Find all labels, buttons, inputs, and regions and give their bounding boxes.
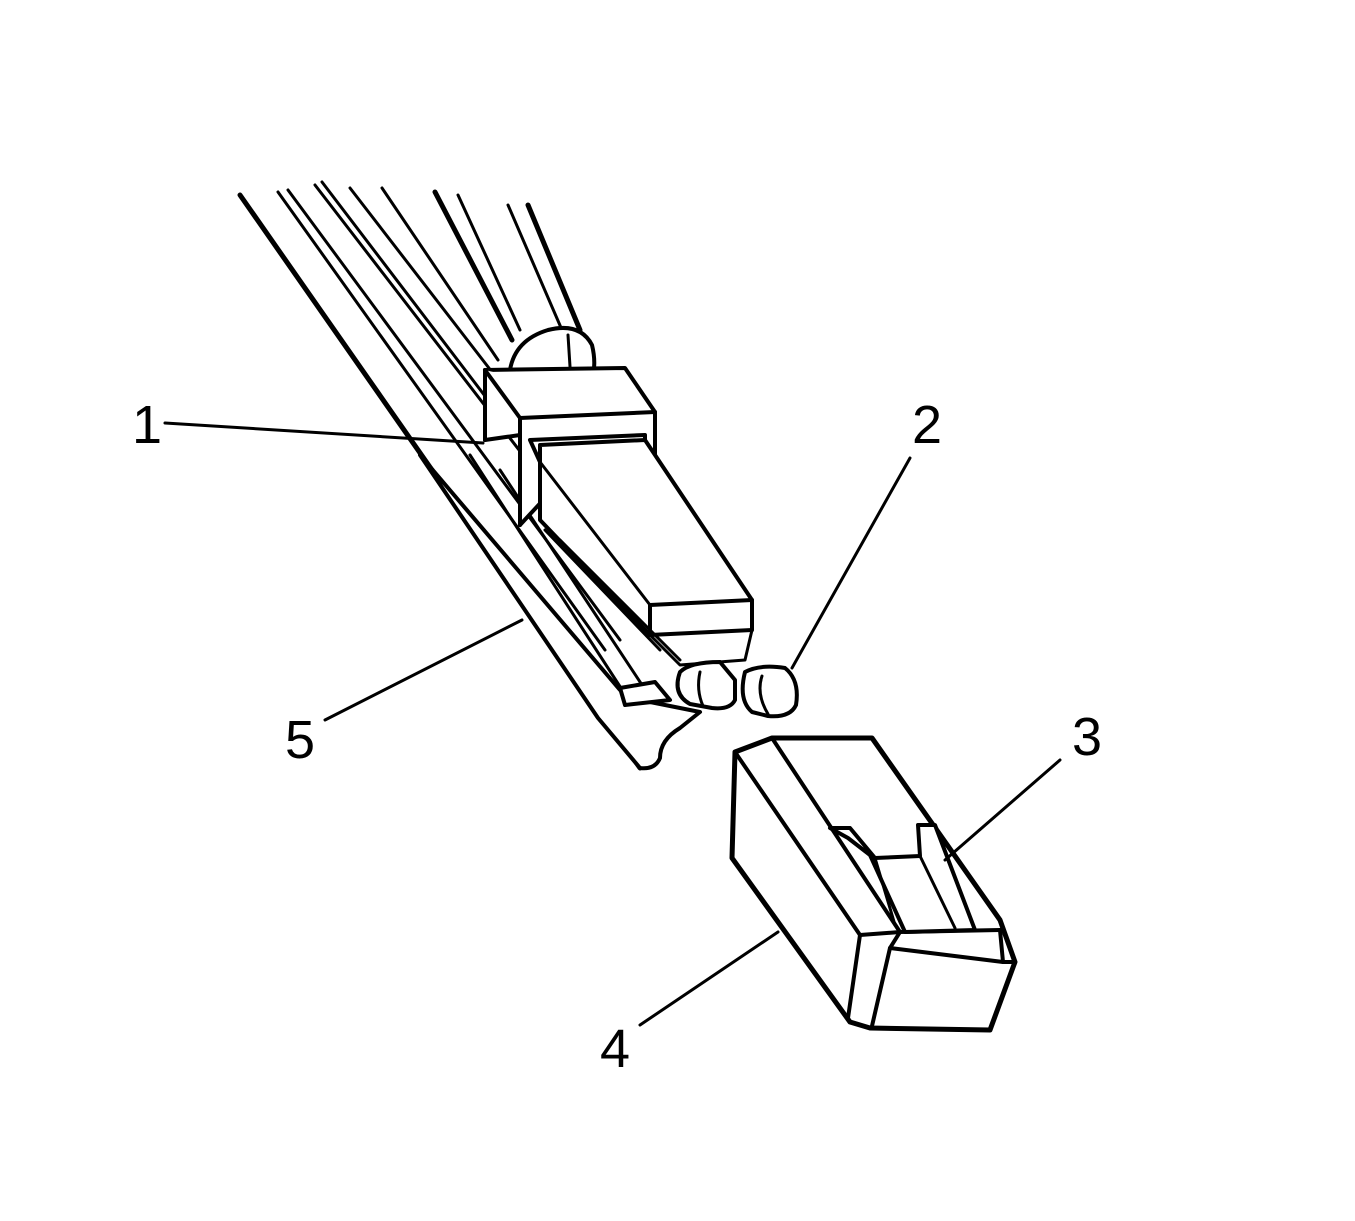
leader-line-2 (790, 456, 912, 670)
callout-label-1: 1 (132, 395, 162, 455)
callout-label-2: 2 (912, 395, 942, 455)
leader-lines (163, 421, 1062, 1027)
callout-label-4: 4 (600, 1019, 630, 1079)
blade-insert (538, 438, 754, 667)
leader-line-3 (943, 758, 1062, 862)
leader-line-1 (163, 421, 485, 445)
callout-label-3: 3 (1072, 707, 1102, 767)
end-cap (729, 735, 1018, 1033)
rubber-element-ends (675, 660, 799, 719)
leader-line-4 (638, 930, 780, 1027)
leader-line-5 (323, 618, 524, 722)
callout-labels: 1 2 3 4 5 (132, 395, 1102, 1079)
callout-label-5: 5 (285, 710, 315, 770)
wiper-blade (237, 180, 702, 771)
